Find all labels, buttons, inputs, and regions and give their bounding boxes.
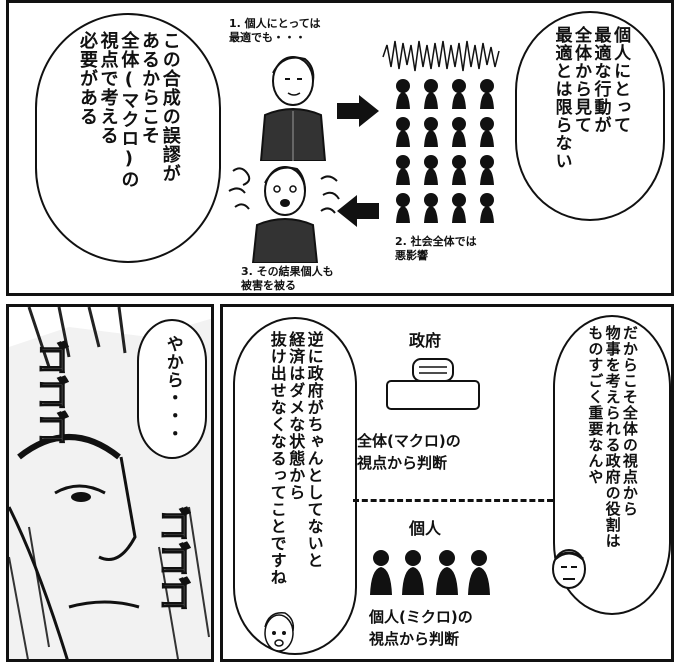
noise-scribble bbox=[382, 40, 500, 72]
arrow-left-icon bbox=[337, 195, 379, 227]
government-perspective-text: 全体(マクロ)の 視点から判断 bbox=[357, 432, 461, 472]
bottom-left-panel: やから・・・ ゴゴゴ ゴゴゴ bbox=[6, 304, 214, 662]
person-figure-top bbox=[259, 56, 327, 161]
stressed-person-figure bbox=[228, 166, 340, 263]
balloon-text: だからこそ全体の視点から 物事を考えられる政府の役割は ものすごく重要なんや bbox=[586, 325, 639, 549]
individual-perspective-text: 個人(ミクロ)の 視点から判断 bbox=[369, 608, 473, 648]
arrow-right-icon bbox=[337, 95, 379, 127]
individual-label: 個人 bbox=[409, 519, 442, 538]
listener-face-icon bbox=[264, 612, 295, 652]
speech-balloon-top-left: この合成の誤謬が あるからこそ 全体(マクロ)の 視点で考える 必要がある bbox=[35, 13, 221, 263]
crowd-icon-grid bbox=[396, 79, 494, 223]
balloon-text: やから・・・ bbox=[162, 335, 183, 443]
speech-balloon-top-right: 個人にとって 最適な行動が 全体から見て 最適とは限らない bbox=[515, 11, 665, 221]
speaker-face-icon bbox=[552, 549, 586, 589]
sfx-gogogo-left: ゴゴゴ bbox=[28, 340, 70, 447]
balloon-text: この合成の誤謬が あるからこそ 全体(マクロ)の 視点で考える 必要がある bbox=[76, 30, 181, 189]
bottom-right-panel: 逆に政府がちゃんとしてないと 経済はダメな状態から 抜け出せなくなるってことです… bbox=[220, 304, 674, 662]
speech-balloon-middle: 逆に政府がちゃんとしてないと 経済はダメな状態から 抜け出せなくなるってことです… bbox=[233, 317, 357, 655]
government-building-icon bbox=[386, 358, 480, 410]
section-divider bbox=[353, 499, 553, 502]
caption-step-3: 3. その結果個人も 被害を被る bbox=[241, 265, 334, 293]
government-label: 政府 bbox=[409, 331, 442, 350]
balloon-text: 個人にとって 最適な行動が 全体から見て 最適とは限らない bbox=[551, 26, 631, 170]
speech-balloon-yakara: やから・・・ bbox=[137, 319, 207, 459]
caption-step-2: 2. 社会全体では 悪影響 bbox=[395, 235, 477, 263]
top-panel: 個人にとって 最適な行動が 全体から見て 最適とは限らない この合成の誤謬が あ… bbox=[6, 0, 674, 296]
sfx-gogogo-right: ゴゴゴ bbox=[150, 506, 192, 613]
caption-step-1: 1. 個人にとっては 最適でも・・・ bbox=[229, 17, 321, 45]
balloon-text: 逆に政府がちゃんとしてないと 経済はダメな状態から 抜け出せなくなるってことです… bbox=[267, 331, 324, 586]
individuals-icon-row bbox=[370, 550, 490, 595]
